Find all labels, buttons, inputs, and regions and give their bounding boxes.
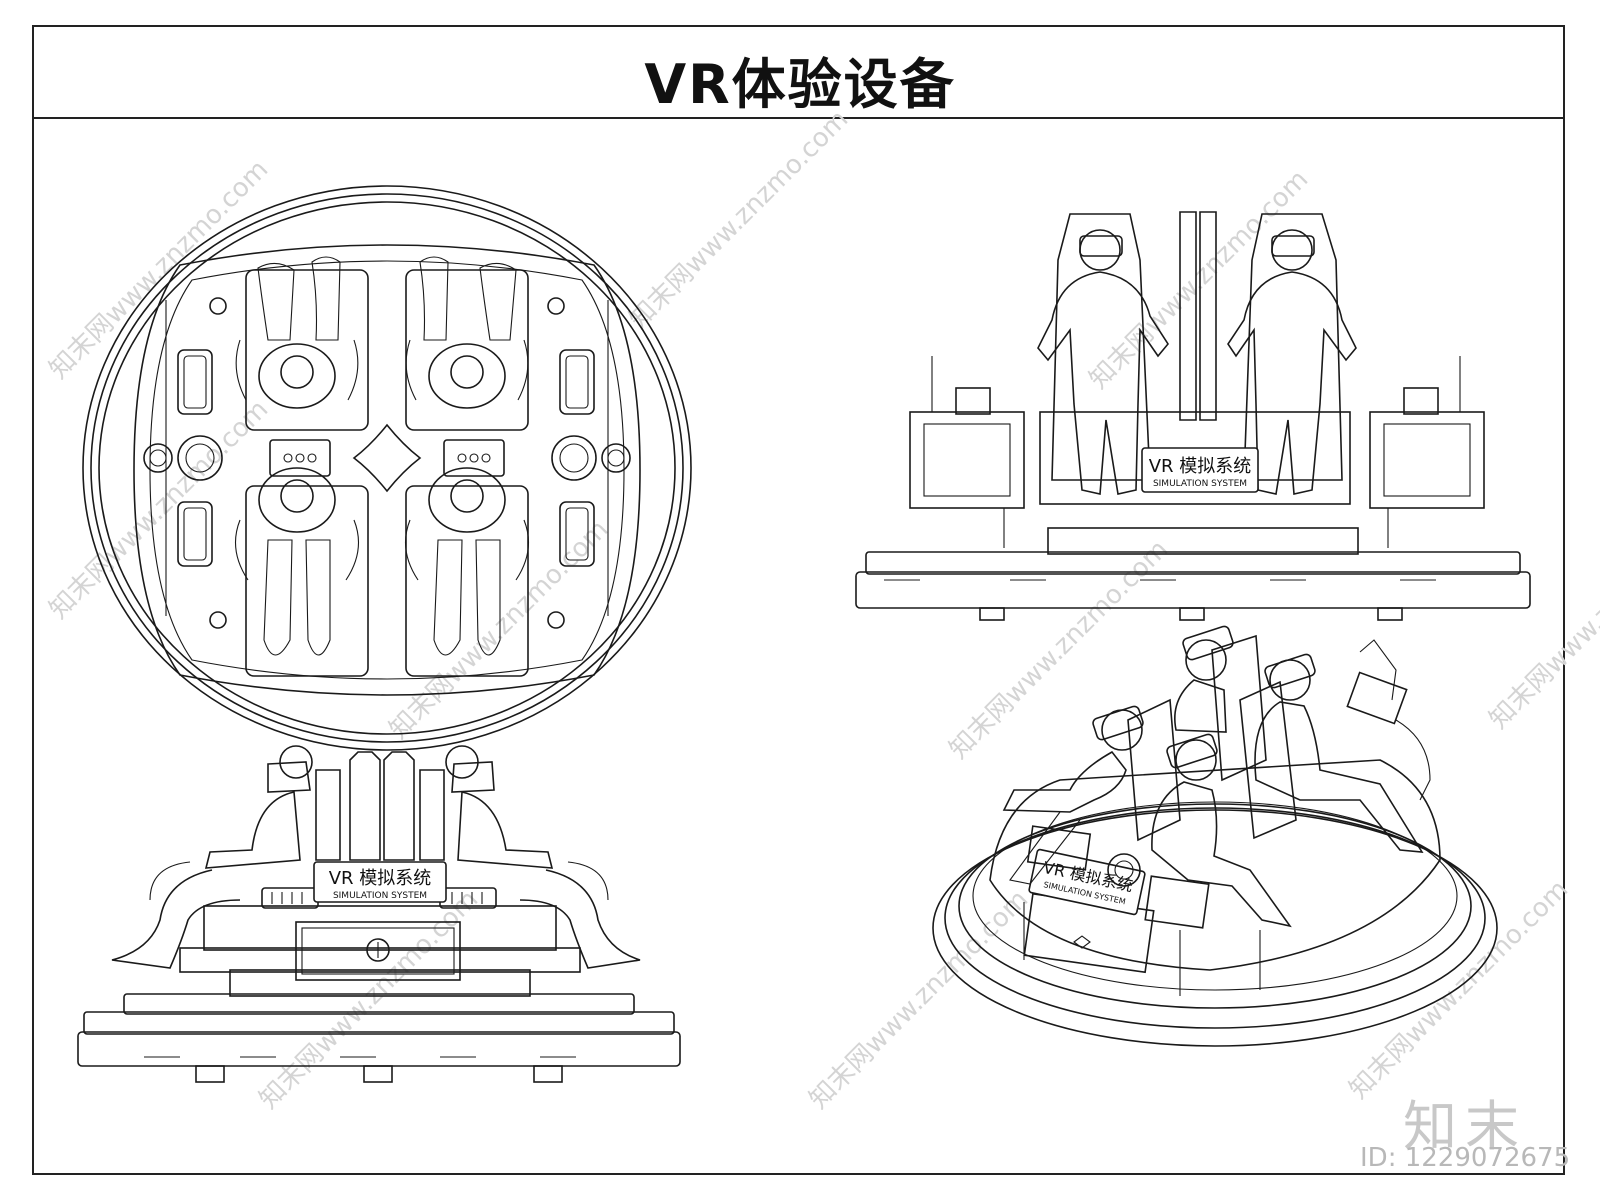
watermark-text-6: 知末网www.znzmo.com: [944, 534, 1175, 765]
watermark-text-2: 知末网www.znzmo.com: [624, 104, 855, 335]
watermark-text-8: 知末网www.znzmo.com: [254, 884, 485, 1115]
watermark-text-9: 知末网www.znzmo.com: [804, 884, 1035, 1115]
page-title: VR体验设备: [644, 53, 956, 116]
side-view-elevation: VR 模拟系统 SIMULATION SYSTEM: [77, 745, 681, 1083]
watermark-id: ID: 1229072675: [1360, 1143, 1571, 1173]
watermark-text-5: 知末网www.znzmo.com: [384, 514, 615, 745]
watermark-text-3: 知末网www.znzmo.com: [1084, 164, 1315, 395]
side-sign-cn: VR 模拟系统: [329, 868, 432, 889]
watermark-text-7: 知末网www.znzmo.com: [1484, 504, 1600, 735]
front-sign-en: SIMULATION SYSTEM: [1153, 479, 1247, 489]
front-view-elevation: VR 模拟系统 SIMULATION SYSTEM: [855, 211, 1531, 621]
perspective-view: VR 模拟系统 SIMULATION SYSTEM: [932, 625, 1498, 1047]
drawing-frame: [32, 25, 1565, 1175]
watermark-text-1: 知末网www.znzmo.com: [44, 154, 275, 385]
watermark-logo: 知末: [1403, 1095, 1527, 1158]
front-sign-cn: VR 模拟系统: [1149, 456, 1252, 477]
top-view-plan: [82, 185, 692, 751]
watermark-text-4: 知末网www.znzmo.com: [44, 394, 275, 625]
watermark-text-10: 知末网www.znzmo.com: [1344, 874, 1575, 1105]
side-sign-en: SIMULATION SYSTEM: [333, 891, 427, 901]
title-divider: [32, 117, 1565, 119]
watermark-layer: 知末网www.znzmo.com 知末网www.znzmo.com 知末网www…: [44, 104, 1600, 1115]
